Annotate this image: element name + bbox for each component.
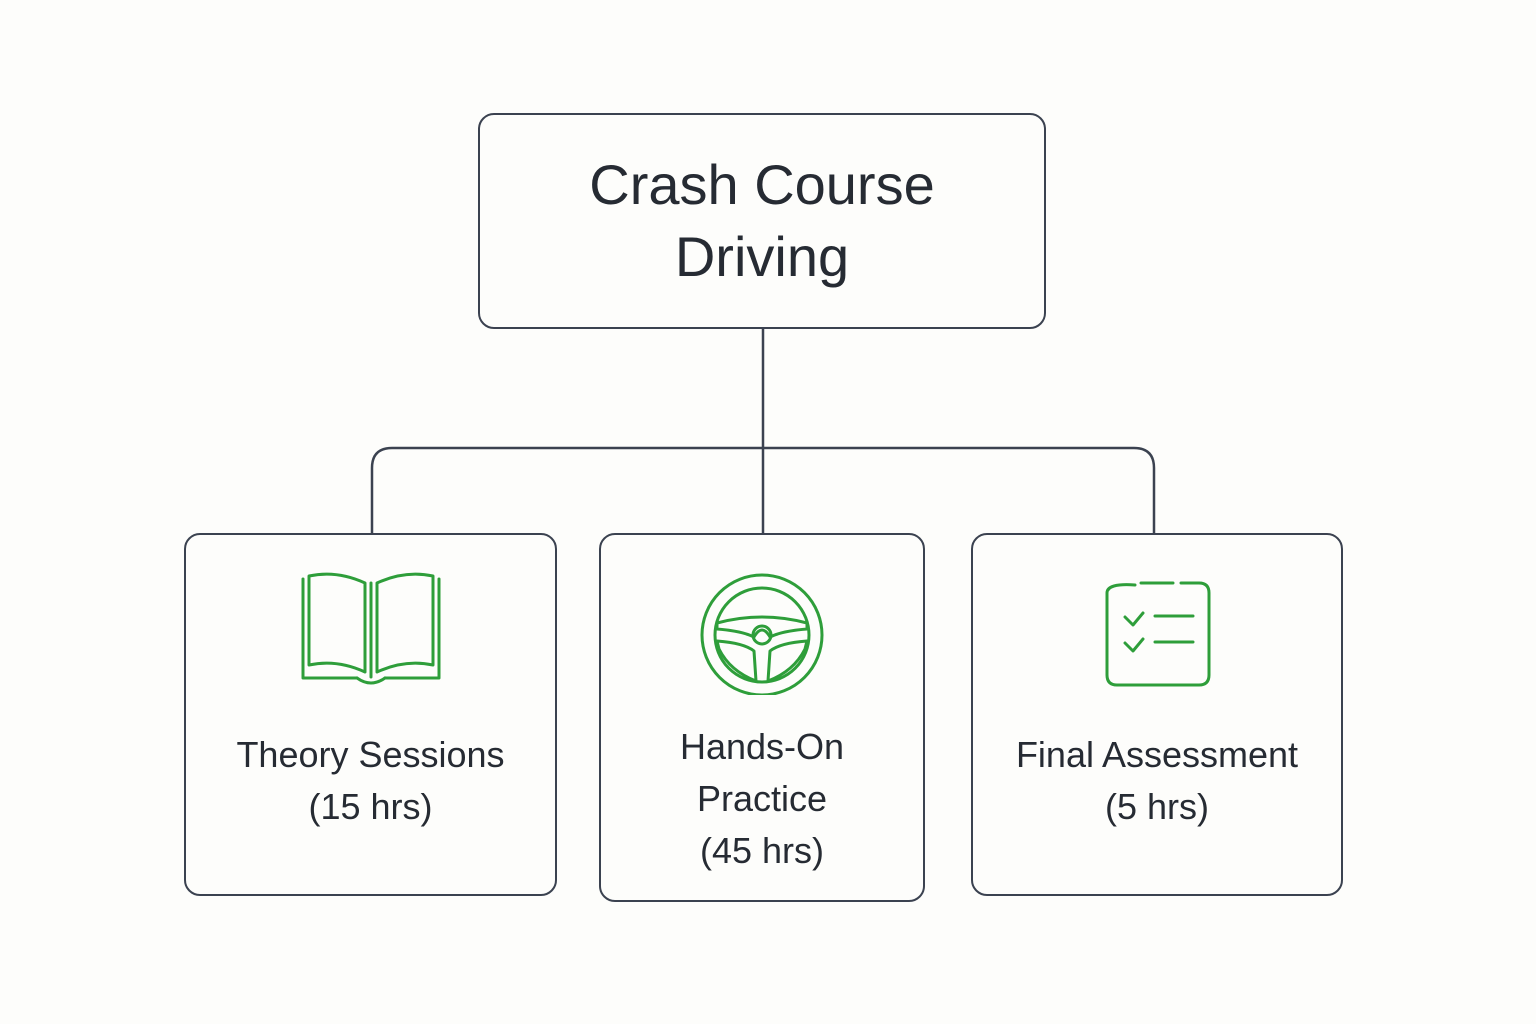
child-label-line: Final Assessment <box>1015 734 1299 775</box>
child-label-theory: Theory Sessions (15 hrs) <box>236 729 504 833</box>
root-title-line-2: Driving <box>674 225 850 288</box>
child-label-line: Theory Sessions <box>236 734 505 775</box>
child-label-hours: (15 hrs) <box>308 786 433 827</box>
child-label-line: Practice <box>696 778 828 819</box>
child-node-theory-sessions: Theory Sessions (15 hrs) <box>184 533 557 896</box>
book-icon <box>301 572 440 685</box>
branch-connector-left <box>370 446 765 535</box>
child-node-hands-on-practice: Hands-On Practice (45 hrs) <box>599 533 925 902</box>
checklist-icon <box>1105 581 1211 687</box>
root-node: Crash Course Driving <box>478 113 1046 329</box>
root-title-line-1: Crash Course <box>589 153 935 216</box>
child-label-assessment: Final Assessment (5 hrs) <box>1016 729 1298 833</box>
child-label-practice: Hands-On Practice (45 hrs) <box>680 721 844 877</box>
child-label-hours: (5 hrs) <box>1104 786 1209 827</box>
child-label-line: Hands-On <box>679 726 845 767</box>
steering-wheel-icon <box>700 573 824 695</box>
root-title: Crash Course Driving <box>532 149 992 293</box>
child-label-hours: (45 hrs) <box>699 830 824 871</box>
branch-connector-right <box>761 446 1156 535</box>
child-node-final-assessment: Final Assessment (5 hrs) <box>971 533 1343 896</box>
